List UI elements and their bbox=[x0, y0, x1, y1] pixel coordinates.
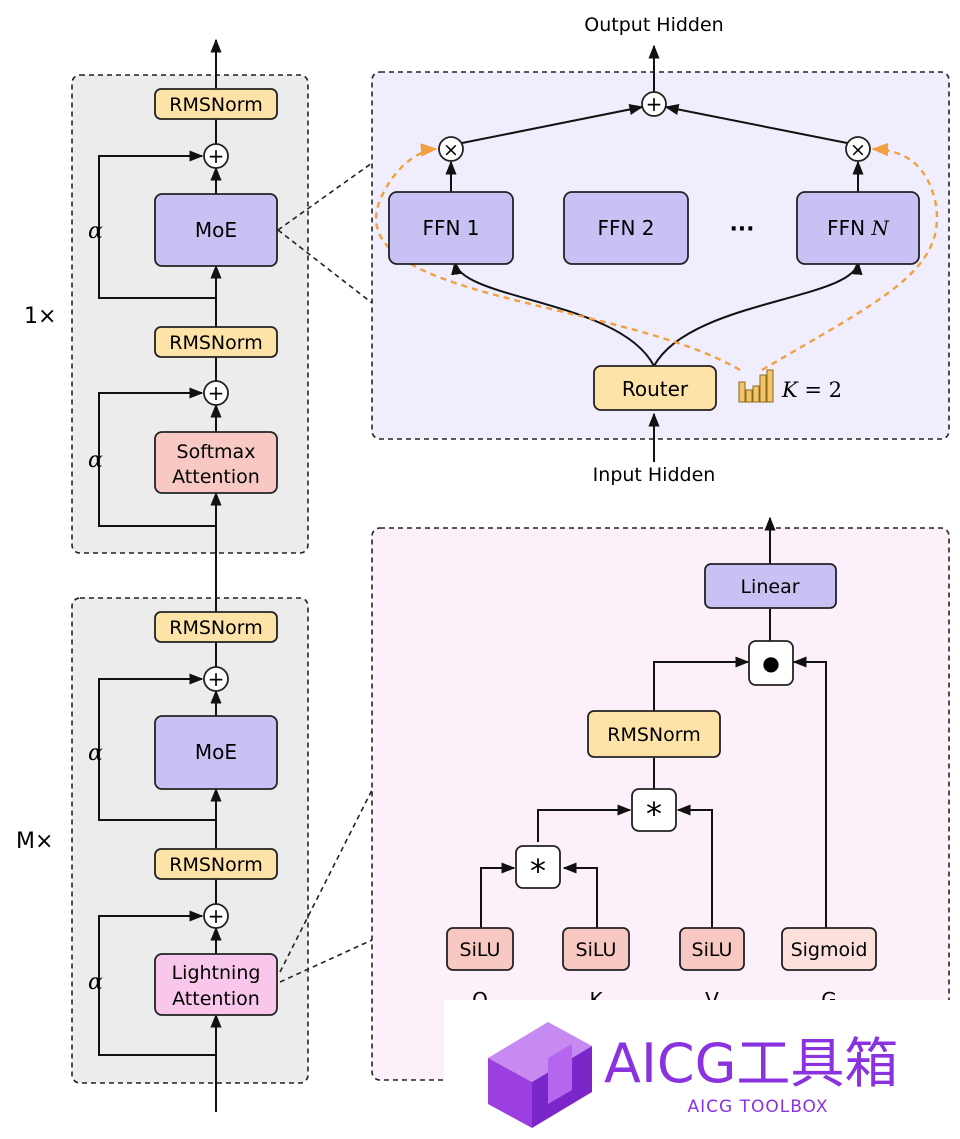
zoom-line-lightning-bottom bbox=[279, 939, 373, 983]
ffn-2-label: FFN 2 bbox=[597, 216, 654, 240]
rmsnorm-box-bottom-1 bbox=[154, 611, 278, 643]
residual-add-icon-top-2 bbox=[203, 380, 229, 406]
silu-label-v: SiLU bbox=[692, 939, 733, 961]
product-symbol-outer: * bbox=[646, 795, 662, 833]
moe-box-bottom bbox=[154, 715, 278, 790]
routing-histogram-icon bbox=[738, 369, 774, 403]
gate-multiply-box bbox=[748, 640, 794, 686]
softmax-attention-box bbox=[154, 431, 278, 494]
product-box-inner bbox=[515, 845, 561, 889]
ffn-2-box bbox=[563, 191, 689, 265]
rmsnorm-box-top-2 bbox=[154, 326, 278, 358]
zoom-line-moe-bottom bbox=[277, 229, 373, 304]
moe-label-top: MoE bbox=[195, 218, 237, 242]
product-box-outer bbox=[631, 788, 677, 832]
rmsnorm-box-top-1 bbox=[154, 88, 278, 120]
sigmoid-box-g bbox=[781, 927, 877, 971]
silu-box-q bbox=[446, 927, 514, 971]
ffn-1-label: FFN 1 bbox=[422, 216, 479, 240]
product-symbol-inner: * bbox=[530, 852, 546, 890]
residual-add-icon-top-1 bbox=[203, 143, 229, 169]
moe-label-bottom: MoE bbox=[195, 740, 237, 764]
plus-symbol-1: + bbox=[208, 144, 225, 168]
silu-label-k: SiLU bbox=[576, 939, 617, 961]
lightning-label-line1: Lightning bbox=[172, 962, 261, 984]
multiply-icon-left bbox=[438, 136, 464, 162]
router-box bbox=[593, 365, 717, 411]
lightning-attention-box bbox=[154, 953, 278, 1016]
alpha-label-1: α bbox=[88, 219, 103, 244]
multiply-icon-right bbox=[845, 136, 871, 162]
silu-box-k bbox=[562, 927, 630, 971]
linear-label: Linear bbox=[740, 576, 799, 598]
sum-icon bbox=[641, 91, 667, 117]
top-k-label: K = 2 bbox=[781, 378, 842, 402]
rmsnorm-label-bottom-2: RMSNorm bbox=[169, 854, 262, 876]
linear-box bbox=[704, 563, 837, 609]
softmax-label-line2: Attention bbox=[172, 466, 260, 488]
ffn-1-box bbox=[388, 191, 514, 265]
lightning-label-line2: Attention bbox=[172, 988, 260, 1010]
repeat-count-top: 1× bbox=[24, 304, 56, 329]
rmsnorm-label-top-1: RMSNorm bbox=[169, 94, 262, 116]
residual-add-icon-bottom-2 bbox=[203, 903, 229, 929]
sigmoid-label-g: Sigmoid bbox=[791, 939, 868, 961]
alpha-label-3: α bbox=[88, 741, 103, 766]
silu-box-v bbox=[679, 927, 745, 971]
rmsnorm-label-top-2: RMSNorm bbox=[169, 332, 262, 354]
alpha-label-2: α bbox=[88, 448, 103, 473]
ffn-n-box bbox=[796, 191, 920, 265]
zoom-line-moe-top bbox=[277, 162, 373, 231]
rmsnorm-box-bottom-2 bbox=[154, 848, 278, 880]
silu-label-q: SiLU bbox=[460, 939, 501, 961]
watermark-logo-icon bbox=[488, 1022, 592, 1128]
watermark-subtitle: AICG TOOLBOX bbox=[687, 1097, 828, 1117]
rmsnorm-detail-box bbox=[587, 710, 721, 758]
rmsnorm-label-bottom-1: RMSNorm bbox=[169, 617, 262, 639]
input-hidden-label: Input Hidden bbox=[593, 464, 716, 486]
plus-symbol-2: + bbox=[208, 381, 225, 405]
multiply-symbol-left: × bbox=[443, 139, 459, 161]
plus-symbol-3: + bbox=[208, 667, 225, 691]
output-hidden-label: Output Hidden bbox=[584, 14, 723, 36]
repeat-count-bottom: M× bbox=[16, 829, 53, 854]
plus-symbol-4: + bbox=[208, 904, 225, 928]
residual-add-icon-bottom-1 bbox=[203, 666, 229, 692]
gate-dot-symbol: ● bbox=[762, 651, 779, 675]
watermark-title: AICG工具箱 bbox=[604, 1032, 898, 1095]
alpha-label-4: α bbox=[88, 970, 103, 995]
router-label: Router bbox=[622, 377, 689, 401]
zoom-line-lightning-top bbox=[279, 789, 373, 973]
sum-symbol: + bbox=[646, 92, 663, 116]
rmsnorm-detail-label: RMSNorm bbox=[607, 724, 700, 746]
moe-box-top bbox=[154, 193, 278, 267]
ffn-ellipsis: ··· bbox=[729, 217, 754, 242]
multiply-symbol-right: × bbox=[850, 139, 866, 161]
ffn-n-label: FFN N bbox=[827, 216, 890, 240]
softmax-label-line1: Softmax bbox=[177, 441, 256, 463]
